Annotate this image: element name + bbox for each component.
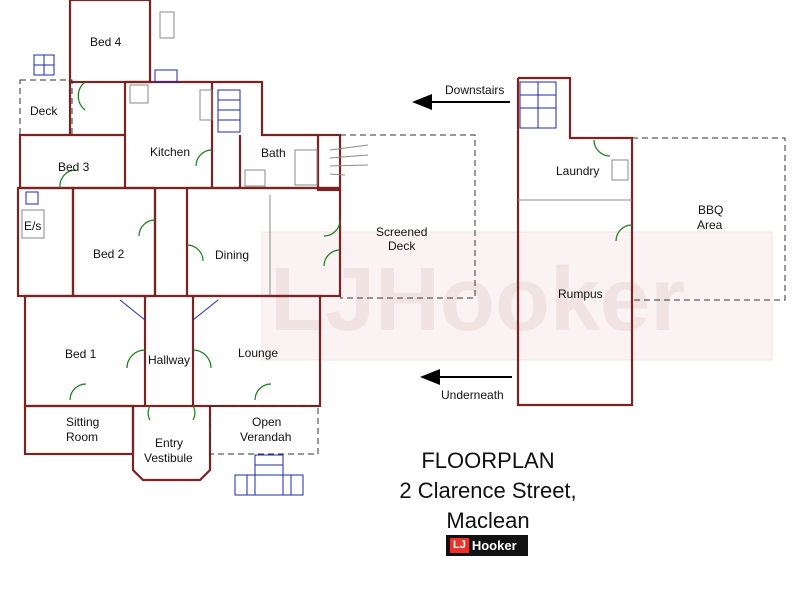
- room-label-bed3: Bed 3: [58, 160, 90, 174]
- wall-bed2: [71, 186, 157, 298]
- room-label-entry: Entry: [155, 436, 183, 450]
- room-label-kitchen: Kitchen: [150, 145, 190, 159]
- logo-hooker: Hooker: [471, 538, 517, 553]
- room-label-bed1: Bed 1: [65, 347, 97, 361]
- wall-bed4: [68, 0, 152, 84]
- room-label-sitting-room: Room: [66, 430, 98, 444]
- room-label-sitting: Sitting: [66, 415, 99, 429]
- room-label-vestibule: Vestibule: [144, 451, 193, 465]
- stairs-front: [234, 454, 304, 496]
- arrow-underneath: [420, 369, 512, 385]
- label-underneath: Underneath: [441, 388, 504, 402]
- room-label-deck: Deck: [30, 104, 58, 118]
- watermark-text: LJHooker: [270, 250, 685, 350]
- bbq-outline: [632, 137, 786, 301]
- verandah-outline: [209, 405, 319, 455]
- lower-level: [516, 76, 786, 407]
- arrow-downstairs: [412, 94, 510, 110]
- window-bed4: [33, 54, 55, 76]
- label-downstairs: Downstairs: [445, 83, 504, 97]
- stairs-screened: [329, 144, 369, 176]
- stairs-kitchen: [217, 89, 241, 133]
- title-line-2: 2 Clarence Street,: [399, 478, 576, 503]
- room-label-bed4: Bed 4: [90, 35, 122, 49]
- room-label-lounge: Lounge: [238, 346, 278, 360]
- room-label-bath: Bath: [261, 146, 286, 160]
- room-label-bed2: Bed 2: [93, 247, 125, 261]
- wall-front-rooms: [23, 294, 322, 408]
- title-line-1: FLOORPLAN: [421, 448, 554, 473]
- room-label-es: E/s: [24, 219, 41, 233]
- screened-deck-outline: [340, 134, 476, 299]
- room-label-bbq-area: Area: [697, 218, 723, 232]
- room-label-screened-deck: Deck: [388, 239, 416, 253]
- main-house: [16, 0, 476, 496]
- room-label-verandah: Verandah: [240, 430, 291, 444]
- logo-lj: LJ: [450, 538, 469, 553]
- room-label-dining: Dining: [215, 248, 249, 262]
- door-swing: [77, 81, 86, 111]
- wall-kitchen-top: [125, 80, 318, 137]
- room-label-laundry: Laundry: [556, 164, 599, 178]
- room-label-screened: Screened: [376, 225, 427, 239]
- title-line-3: Maclean: [446, 508, 529, 533]
- lj-hooker-logo: LJ Hooker: [446, 535, 528, 556]
- room-label-open: Open: [252, 415, 281, 429]
- stairs-lower: [519, 81, 557, 129]
- room-label-bbq: BBQ: [698, 203, 723, 217]
- room-label-rumpus: Rumpus: [558, 287, 603, 301]
- wall-entry: [131, 406, 212, 482]
- room-label-hallway: Hallway: [148, 353, 190, 367]
